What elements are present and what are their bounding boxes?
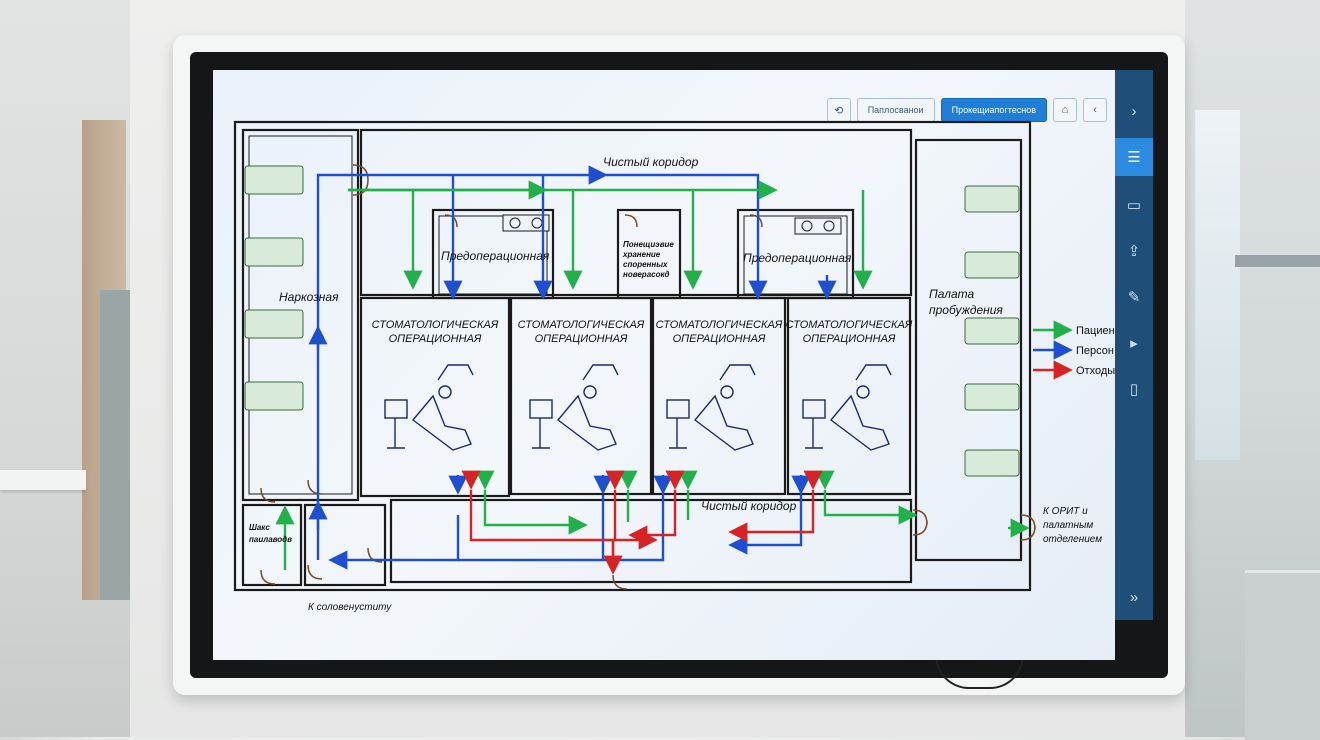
chat-icon[interactable]: ▭	[1126, 197, 1142, 214]
label-storage-3: споренных	[623, 260, 668, 269]
floor-plan: Чистый коридор Чистый коридор Предоперац…	[233, 120, 1115, 613]
legend-personnel: Персон	[1076, 345, 1114, 357]
label-preop-left: Предоперационная	[441, 249, 550, 263]
label-recovery-2: пробуждения	[929, 303, 1003, 317]
room-window	[1195, 110, 1240, 460]
patient-flows	[275, 180, 1030, 570]
lock-icon[interactable]: ⌂	[1053, 98, 1077, 122]
edit-icon[interactable]: ✎	[1127, 289, 1141, 306]
beds-right	[964, 185, 1020, 477]
shelf	[0, 470, 86, 490]
legend: Пациен Персон Отходы	[1033, 320, 1115, 380]
room-right	[1185, 0, 1320, 740]
dental-chairs	[384, 364, 892, 451]
chevron-right-icon[interactable]: ›	[1131, 102, 1137, 120]
label-preop-right: Предоперационная	[743, 251, 852, 265]
or-2-line2: ОПЕРАЦИОННАЯ	[535, 333, 628, 345]
label-orit-1: К ОРИТ и	[1043, 506, 1088, 517]
layout-icon[interactable]: ▯	[1129, 381, 1139, 398]
label-orit-3: отделением	[1043, 534, 1102, 545]
label-clean-corridor-top: Чистый коридор	[603, 155, 699, 169]
history-icon[interactable]: ⟲	[826, 98, 851, 122]
wall-stripe	[1235, 255, 1320, 267]
label-shaft-1: Шакс	[249, 523, 270, 532]
or-4-line2: ОПЕРАЦИОННАЯ	[803, 333, 896, 345]
label-shaft-2: паилаводв	[249, 535, 292, 544]
cabinet	[1245, 570, 1320, 740]
or-3-line2: ОПЕРАЦИОННАЯ	[673, 333, 766, 345]
label-clean-corridor-bottom: Чистый коридор	[701, 499, 797, 513]
label-recovery-1: Палата	[929, 287, 975, 301]
label-storage-4: новерасокд	[623, 270, 670, 279]
beds-left	[244, 165, 304, 411]
or-1-line2: ОПЕРАЦИОННАЯ	[389, 333, 482, 345]
label-anesthesia: Наркозная	[279, 290, 339, 304]
or-4-line1: СТОМАТОЛОГИЧЕСКАЯ	[786, 319, 913, 331]
legend-patients: Пациен	[1076, 325, 1115, 337]
room-left	[0, 0, 130, 737]
label-storage-2: хранение	[622, 250, 661, 259]
right-sidebar: › ☰ ▭ ⇪ ✎ ▸ ▯ »	[1115, 70, 1153, 620]
screen: ⟲ Паплосванои Прокещиапогтеснов ⌂ ‹	[213, 70, 1115, 660]
play-icon[interactable]: ▸	[1130, 335, 1138, 352]
walls	[233, 120, 1032, 592]
room-door	[100, 290, 130, 600]
waste-flows	[461, 470, 823, 575]
menu-icon[interactable]: ☰	[1115, 138, 1153, 176]
doors	[260, 164, 1036, 590]
label-orit-2: палатным	[1043, 520, 1093, 531]
chevron-left-icon[interactable]: ‹	[1083, 98, 1107, 122]
label-exit-bottom: К соловенуститу	[308, 602, 392, 613]
legend-waste: Отходы	[1076, 365, 1115, 377]
label-storage-1: Понещиэвие	[623, 240, 674, 249]
or-2-line1: СТОМАТОЛОГИЧЕСКАЯ	[518, 319, 645, 331]
or-1-line1: СТОМАТОЛОГИЧЕСКАЯ	[372, 319, 499, 331]
export-icon[interactable]: ⇪	[1127, 243, 1141, 260]
double-chevron-icon[interactable]: »	[1129, 588, 1139, 606]
sinks	[502, 214, 842, 235]
or-3-line1: СТОМАТОЛОГИЧЕСКАЯ	[656, 319, 783, 331]
